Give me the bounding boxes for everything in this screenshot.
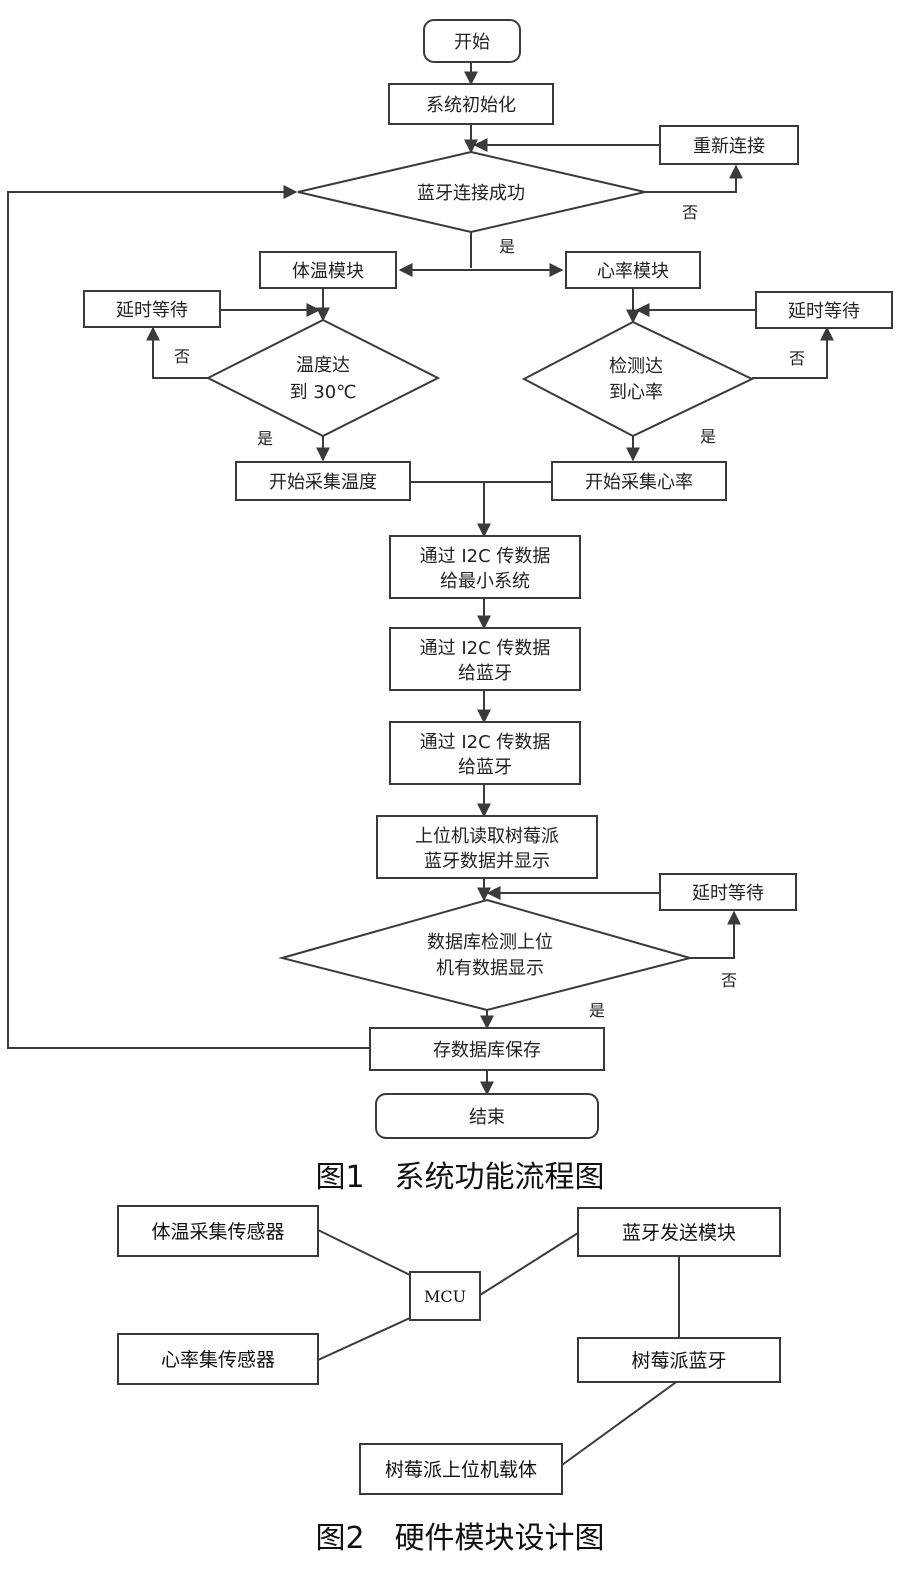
db-no-label: 否 (721, 971, 737, 990)
hr-check-node: 检测达 到心率 (521, 320, 755, 438)
hr-module-node: 心率模块 (565, 251, 701, 289)
hw-edge-rpi-host (561, 1379, 680, 1466)
hr-module-label: 心率模块 (597, 261, 669, 282)
host-read-node: 上位机读取树莓派 蓝牙数据并显示 (376, 815, 598, 879)
save-db-label: 存数据库保存 (433, 1040, 541, 1061)
edge-bt-no-reconnect (645, 164, 743, 193)
edge-save-loop-back (7, 185, 372, 1049)
collect-temp-node: 开始采集温度 (235, 461, 411, 501)
rpi-host-label: 树莓派上位机载体 (385, 1459, 537, 1481)
delay-right-label: 延时等待 (788, 301, 860, 322)
temp-check-line2: 到 30℃ (290, 382, 357, 403)
reconnect-node: 重新连接 (659, 125, 799, 165)
db-yes-label: 是 (589, 1001, 605, 1020)
temp-check-line1: 温度达 (296, 355, 350, 376)
db-check-line2: 机有数据显示 (436, 958, 544, 979)
collect-hr-node: 开始采集心率 (551, 461, 727, 501)
delay-left-label: 延时等待 (116, 300, 188, 321)
hr-no-label: 否 (789, 349, 805, 368)
bt-no-label: 否 (682, 203, 698, 222)
edge-db-no-delay (690, 910, 741, 959)
delay-right-node: 延时等待 (755, 291, 893, 329)
start-node: 开始 (423, 19, 521, 63)
rpi-bt-node: 树莓派蓝牙 (577, 1337, 781, 1383)
collect-temp-label: 开始采集温度 (269, 472, 377, 493)
bt-yes-label: 是 (499, 237, 515, 256)
init-node: 系统初始化 (388, 83, 554, 125)
i2c-bt1-node: 通过 I2C 传数据 给蓝牙 (389, 627, 581, 691)
mcu-label: MCU (424, 1287, 466, 1306)
bt-check-node: 蓝牙连接成功 (297, 150, 646, 234)
hardware-figure: 体温采集传感器 心率集传感器 MCU 蓝牙发送模块 树莓派蓝牙 树莓派上位机载体… (117, 1205, 781, 1556)
hr-sensor-label: 心率集传感器 (161, 1349, 275, 1371)
i2c-bt1-line1: 通过 I2C 传数据 (420, 638, 551, 659)
mcu-node: MCU (409, 1271, 481, 1321)
collect-hr-label: 开始采集心率 (585, 472, 693, 493)
db-check-node: 数据库检测上位 机有数据显示 (278, 898, 694, 1012)
db-check-line1: 数据库检测上位 (427, 932, 553, 953)
hr-yes-label: 是 (700, 427, 716, 446)
hw-edge-mcu-bt (479, 1232, 579, 1296)
temp-module-label: 体温模块 (292, 261, 364, 282)
bt-check-label: 蓝牙连接成功 (417, 183, 525, 204)
reconnect-label: 重新连接 (693, 136, 765, 157)
rpi-bt-label: 树莓派蓝牙 (631, 1350, 726, 1372)
figure2-caption: 图2 硬件模块设计图 (315, 1521, 604, 1556)
host-read-line1: 上位机读取树莓派 (415, 826, 559, 847)
temp-no-label: 否 (174, 347, 190, 366)
host-read-line2: 蓝牙数据并显示 (424, 851, 550, 872)
save-db-node: 存数据库保存 (369, 1027, 605, 1071)
flowchart-figure: 开始 系统初始化 重新连接 蓝牙连接成功 否 是 体温模块 心率模块 延时等待 (7, 19, 893, 1195)
i2c-bt2-node: 通过 I2C 传数据 给蓝牙 (389, 721, 581, 785)
i2c-min-line2: 给最小系统 (440, 571, 530, 592)
temp-sensor-label: 体温采集传感器 (151, 1221, 284, 1243)
edge-temp-no-delay (146, 326, 208, 379)
rpi-host-node: 树莓派上位机载体 (359, 1443, 563, 1495)
hw-edge-hr-mcu (317, 1317, 411, 1361)
flowchart-edges (7, 62, 834, 1096)
i2c-min-line1: 通过 I2C 传数据 (420, 546, 551, 567)
i2c-bt2-line1: 通过 I2C 传数据 (420, 732, 551, 753)
temp-check-node: 温度达 到 30℃ (205, 318, 441, 438)
start-label: 开始 (454, 32, 490, 53)
temp-sensor-node: 体温采集传感器 (117, 1205, 319, 1257)
hardware-edges (317, 1229, 680, 1466)
i2c-bt1-line2: 给蓝牙 (458, 663, 512, 684)
i2c-min-node: 通过 I2C 传数据 给最小系统 (389, 535, 581, 599)
hr-sensor-node: 心率集传感器 (117, 1333, 319, 1385)
hr-check-line1: 检测达 (609, 356, 663, 377)
temp-yes-label: 是 (257, 429, 273, 448)
bt-send-node: 蓝牙发送模块 (577, 1207, 781, 1257)
delay-db-node: 延时等待 (659, 873, 797, 911)
end-label: 结束 (469, 1107, 505, 1128)
i2c-bt2-line2: 给蓝牙 (458, 757, 512, 778)
edge-hr-no-delay (752, 326, 834, 379)
delay-left-node: 延时等待 (83, 290, 221, 328)
temp-module-node: 体温模块 (259, 251, 397, 289)
hr-check-line2: 到心率 (609, 382, 663, 403)
hw-edge-temp-mcu (317, 1229, 411, 1276)
delay-db-label: 延时等待 (692, 883, 764, 904)
init-label: 系统初始化 (426, 95, 516, 116)
figure1-caption: 图1 系统功能流程图 (315, 1160, 604, 1195)
end-node: 结束 (375, 1093, 599, 1139)
bt-send-label: 蓝牙发送模块 (622, 1222, 736, 1244)
